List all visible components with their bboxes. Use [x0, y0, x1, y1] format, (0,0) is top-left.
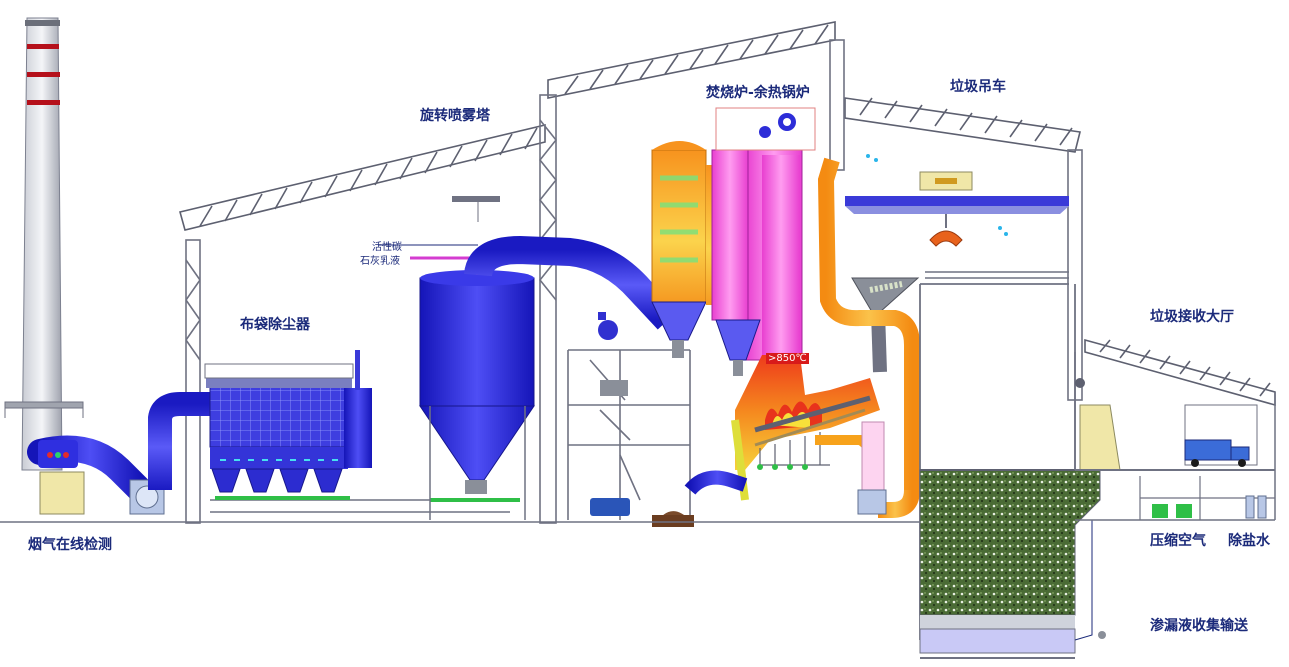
label-bag-filter: 布袋除尘器: [240, 317, 310, 333]
auxiliary-equipment: [590, 312, 748, 527]
bag-filter: [204, 350, 372, 500]
label-reception-hall: 垃圾接收大厅: [1150, 309, 1234, 325]
incinerator-furnace: [731, 155, 920, 501]
air-ducts: [800, 157, 920, 518]
flue-duct-to-stack: [27, 435, 165, 515]
label-activated-carbon: 活性碳: [372, 242, 402, 253]
label-garbage-crane: 垃圾吊车: [950, 79, 1006, 95]
label-lime-slurry: 石灰乳液: [360, 256, 400, 267]
label-furnace-temperature: >850℃: [766, 353, 809, 364]
reception-hall: [1074, 352, 1276, 520]
chimney-stack: [4, 17, 84, 471]
label-stack-monitoring: 烟气在线检测: [28, 537, 112, 553]
label-incinerator-boiler: 焚烧炉-余热锅炉: [706, 85, 810, 101]
label-spray-tower: 旋转喷雾塔: [420, 108, 490, 124]
label-compressed-air: 压缩空气: [1150, 533, 1206, 549]
duct-boiler-to-spraytower: [464, 235, 679, 330]
waste-pit: [919, 469, 1106, 659]
building-columns: [185, 39, 1083, 524]
label-demin-water: 除盐水: [1228, 533, 1270, 549]
ground-line: [0, 519, 1275, 523]
label-leachate: 渗漏液收集输送: [1150, 618, 1248, 634]
